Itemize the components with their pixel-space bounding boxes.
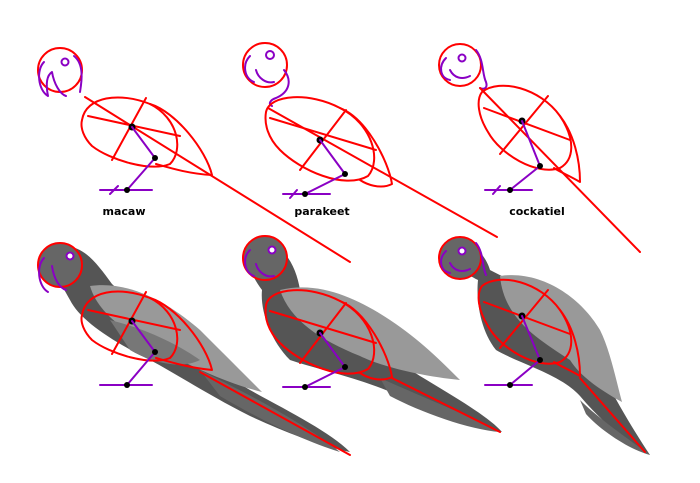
parakeet-label: parakeet: [294, 205, 350, 218]
macaw-sketch: [37, 47, 351, 263]
parakeet-sketch: [242, 42, 498, 238]
cockatiel-label: cockatiel: [509, 205, 565, 218]
macaw-shaded: [37, 242, 351, 456]
parakeet-shaded: [242, 235, 502, 433]
macaw-label: macaw: [102, 205, 146, 218]
cockatiel-shaded: [438, 236, 650, 455]
cockatiel-sketch: [438, 43, 641, 253]
